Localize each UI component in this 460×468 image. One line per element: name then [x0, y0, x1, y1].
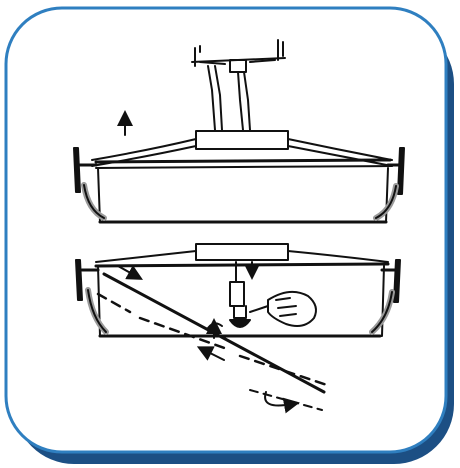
diagram-lines [73, 39, 405, 414]
curved-return-arrow [264, 391, 300, 414]
mounting-bracket [191, 39, 286, 131]
upper-shaker-frame [73, 130, 405, 224]
card-border [4, 6, 448, 454]
hand-adjusting-knob [249, 290, 317, 327]
card-frame [4, 6, 454, 464]
lower-shaker-frame [75, 243, 401, 338]
center-post [206, 261, 260, 339]
diagonal-rod [96, 265, 332, 411]
